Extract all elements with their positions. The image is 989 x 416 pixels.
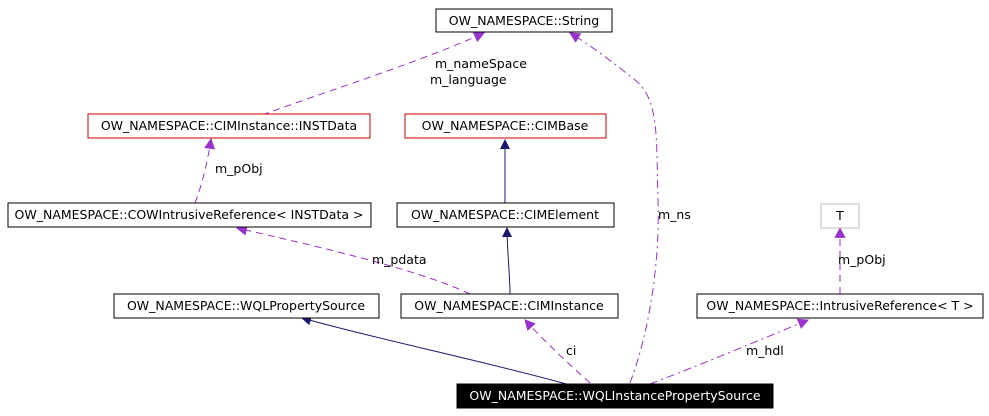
edge-label-m-namespace: m_nameSpace [435, 56, 527, 71]
edge-cowref-to-instdata [194, 137, 216, 204]
edge-instdata-to-string [261, 32, 486, 116]
node-cowref[interactable]: OW_NAMESPACE::COWIntrusiveReference< INS… [7, 202, 372, 228]
node-cimelement[interactable]: OW_NAMESPACE::CIMElement [396, 202, 615, 228]
edge-wqlinstance-to-string [569, 32, 659, 384]
edge-label-m-pobj-t: m_pObj [838, 252, 886, 267]
svg-text:OW_NAMESPACE::CIMInstance::INS: OW_NAMESPACE::CIMInstance::INSTData [101, 118, 357, 133]
edge-wqlinstance-to-ciminstance [524, 319, 591, 384]
node-intrusiveref[interactable]: OW_NAMESPACE::IntrusiveReference< T > [696, 293, 984, 319]
svg-text:OW_NAMESPACE::CIMBase: OW_NAMESPACE::CIMBase [422, 118, 589, 133]
svg-text:OW_NAMESPACE::WQLInstancePrope: OW_NAMESPACE::WQLInstancePropertySource [469, 388, 761, 403]
node-t[interactable]: T [820, 203, 860, 229]
edge-wqlinstance-to-wqlprop [301, 315, 571, 386]
edge-label-m-pobj-instdata: m_pObj [215, 161, 263, 176]
node-string[interactable]: OW_NAMESPACE::String [435, 8, 613, 33]
edge-ciminstance-to-cimelement [502, 227, 513, 295]
node-cimbase[interactable]: OW_NAMESPACE::CIMBase [404, 113, 607, 139]
node-wqlprop[interactable]: OW_NAMESPACE::WQLPropertySource [113, 293, 380, 319]
node-wqlinstance[interactable]: OW_NAMESPACE::WQLInstancePropertySource [456, 383, 774, 409]
node-ciminstance[interactable]: OW_NAMESPACE::CIMInstance [400, 293, 619, 319]
edge-wqlinstance-to-intrusiveref [649, 318, 810, 385]
edge-ciminstance-to-cowref [235, 224, 471, 295]
edge-label-m-ns: m_ns [658, 207, 691, 222]
svg-text:OW_NAMESPACE::WQLPropertySourc: OW_NAMESPACE::WQLPropertySource [127, 298, 365, 313]
edge-label-ci: ci [566, 343, 576, 358]
svg-text:T: T [835, 208, 844, 223]
svg-text:OW_NAMESPACE::CIMInstance: OW_NAMESPACE::CIMInstance [414, 298, 604, 313]
svg-text:OW_NAMESPACE::IntrusiveReferen: OW_NAMESPACE::IntrusiveReference< T > [706, 298, 973, 313]
node-instdata[interactable]: OW_NAMESPACE::CIMInstance::INSTData [87, 113, 371, 139]
svg-text:OW_NAMESPACE::String: OW_NAMESPACE::String [449, 13, 599, 28]
svg-text:OW_NAMESPACE::COWIntrusiveRefe: OW_NAMESPACE::COWIntrusiveReference< INS… [15, 207, 364, 222]
edge-label-m-language: m_language [430, 72, 507, 87]
edge-label-m-pdata: m_pdata [372, 252, 427, 267]
edge-label-m-hdl: m_hdl [746, 343, 784, 358]
svg-text:OW_NAMESPACE::CIMElement: OW_NAMESPACE::CIMElement [411, 207, 599, 222]
